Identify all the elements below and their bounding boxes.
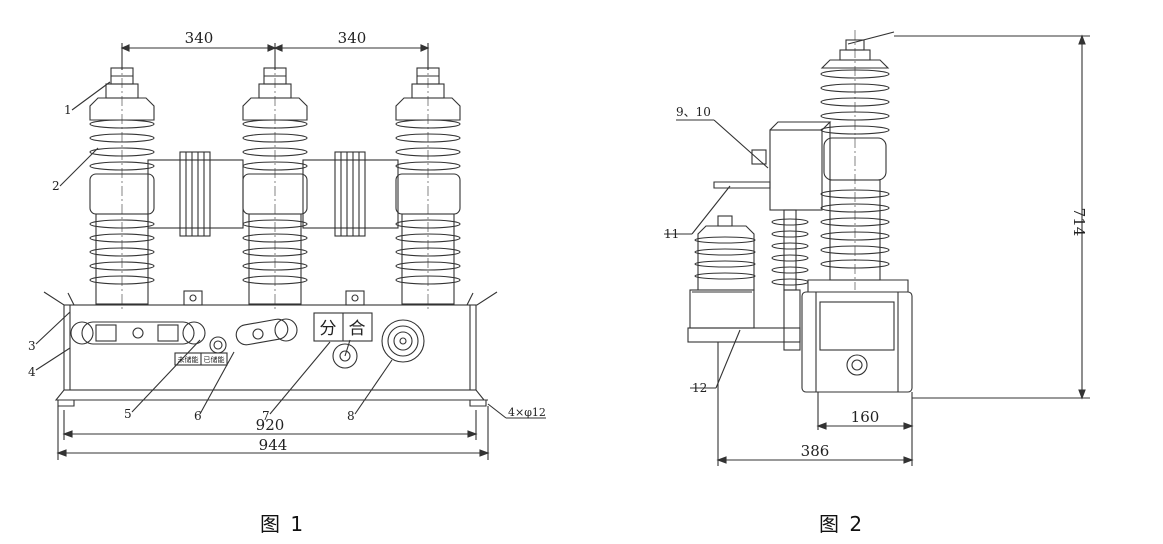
figure1-labels: 340 340 920 944 1 2 3 4 5 6 7 8 4×φ12 分 … [28,29,546,454]
side-mechanism-box [801,279,913,393]
callout-1: 1 [64,103,72,117]
callout-5: 5 [124,407,132,421]
figure2-caption: 图 2 [819,512,865,536]
leader-7 [269,341,331,415]
dim-340-right: 340 [338,29,367,47]
figure2-drawing [664,30,1090,466]
label-close: 合 [349,319,366,339]
dim-714: 714 [1070,208,1088,237]
dim-386: 386 [801,442,830,460]
actuator-box [751,121,832,211]
pole-connector-left [147,151,244,237]
leader-4 [35,347,71,371]
small-insulator-mid [771,209,809,351]
callout-12: 12 [692,381,707,395]
callout-9-10: 9、10 [676,105,711,119]
leader-8 [354,359,393,415]
figure1-caption: 图 1 [260,512,306,536]
insulator-pole-2 [242,60,308,310]
callout-7: 7 [262,409,270,423]
callout-4: 4 [28,365,36,379]
dim-340-left: 340 [185,29,214,47]
callout-6: 6 [194,409,202,423]
leader-5 [131,339,201,413]
insulator-pole-1 [89,60,155,310]
counter-dial [381,319,425,363]
callout-2: 2 [52,179,60,193]
label-open: 分 [320,319,337,339]
callout-3: 3 [28,339,36,353]
dim-920: 920 [256,416,285,434]
insulator-pole-3 [395,60,461,310]
leader-3 [35,311,71,345]
figure1-drawing [35,43,546,460]
label-stored: 已储能 [204,355,225,364]
leader-1 [71,81,111,111]
mechanism-box [43,291,498,407]
operating-shaft[interactable] [332,343,358,369]
hole-note: 4×φ12 [508,406,546,419]
dim-160: 160 [851,408,880,426]
leader-holes [487,403,507,419]
figure2-labels: 9、10 11 12 160 386 714 [664,105,1088,460]
open-close-panel[interactable] [313,312,373,342]
callout-11: 11 [664,227,679,241]
pole-connector-right [302,151,399,237]
energy-storage-lever [209,318,298,354]
leader-2 [59,147,99,187]
label-not-stored: 未储能 [178,355,199,364]
leader-6 [199,351,235,415]
indicator-bar [70,321,206,345]
callout-8: 8 [347,409,355,423]
dim-944: 944 [259,436,288,454]
current-transformer [687,215,801,343]
